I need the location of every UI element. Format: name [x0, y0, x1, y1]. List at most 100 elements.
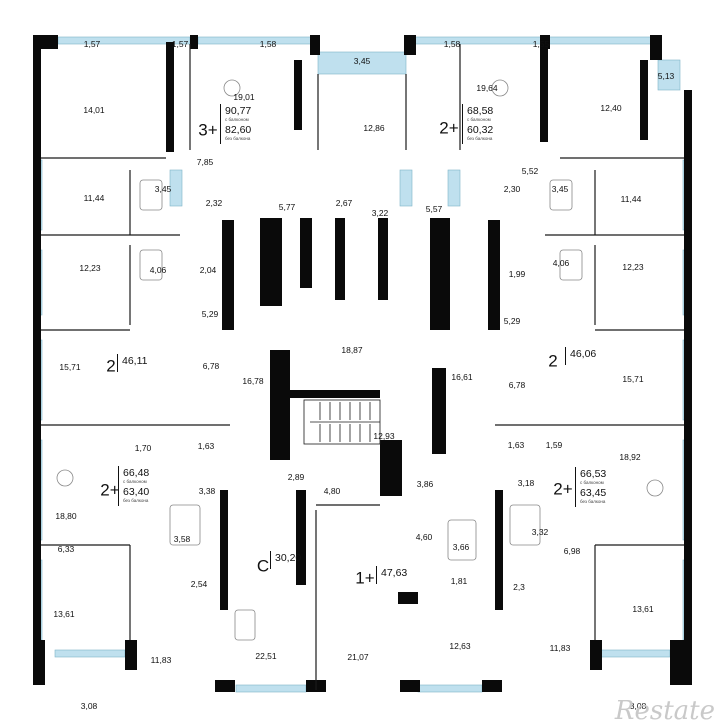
- apartment-divider: [117, 354, 118, 372]
- room-area-label: 1,58: [259, 38, 277, 49]
- room-area-label: 19,64: [476, 82, 498, 93]
- room-area-label: 1,99: [508, 268, 526, 279]
- room-area-label: 6,78: [202, 360, 220, 371]
- room-area-label: 2,54: [190, 578, 208, 589]
- room-area-label: 3,32: [531, 526, 549, 537]
- without-balcony-note: без балкона: [467, 136, 493, 141]
- room-area-label: 6,78: [508, 379, 526, 390]
- room-area-label: 2,67: [335, 197, 353, 208]
- room-area-label: 12,93: [373, 430, 395, 441]
- room-area-label: 3,45: [154, 183, 172, 194]
- partition-lines: [41, 44, 684, 690]
- room-area-label: 3,66: [452, 541, 470, 552]
- room-area-label: 3,22: [371, 207, 389, 218]
- apartment-divider: [462, 104, 463, 144]
- room-area-label: 5,13: [657, 70, 675, 81]
- apartment-divider: [565, 347, 566, 365]
- room-area-label: 3,08: [80, 700, 98, 711]
- apartment-room-count: 3+: [198, 120, 218, 140]
- apartment-room-count: 2+: [553, 479, 573, 499]
- watermark: Restate: [614, 696, 715, 726]
- room-area-label: 18,92: [619, 451, 641, 462]
- room-area-label: 1,63: [507, 439, 525, 450]
- room-area-label: 16,78: [242, 375, 264, 386]
- room-area-label: 11,83: [549, 642, 571, 653]
- room-area-label: 1,81: [450, 575, 468, 586]
- room-area-label: 3,45: [353, 55, 371, 66]
- room-area-label: 7,85: [196, 156, 214, 167]
- room-area-label: 4,06: [149, 264, 167, 275]
- apartment-area-without-balcony: 60,32: [467, 124, 494, 136]
- apartment-room-count: 2: [548, 351, 558, 371]
- apartment-area-without-balcony: 63,40: [123, 486, 150, 498]
- apartment-area-without-balcony: 82,60: [225, 124, 252, 136]
- room-area-label: 5,29: [503, 315, 521, 326]
- apartment-divider: [575, 467, 576, 507]
- room-area-label: 1,58: [443, 38, 461, 49]
- room-area-label: 11,44: [83, 192, 105, 203]
- apartment-room-count: 1+: [355, 568, 375, 588]
- room-area-label: 13,61: [632, 603, 654, 614]
- room-area-label: 1,57: [83, 38, 101, 49]
- room-area-label: 3,86: [416, 478, 434, 489]
- room-area-label: 1,59: [545, 439, 563, 450]
- room-area-label: 18,87: [341, 344, 363, 355]
- apartment-room-count: C: [256, 556, 270, 576]
- room-area-label: 18,80: [55, 510, 77, 521]
- room-area-label: 2,04: [199, 264, 217, 275]
- exterior-walls: [33, 35, 692, 692]
- room-area-label: 5,29: [201, 308, 219, 319]
- room-area-label: 1,57: [171, 38, 189, 49]
- without-balcony-note: без балкона: [123, 498, 149, 503]
- apartment-total-area: 68,58: [467, 105, 494, 117]
- with-balcony-note: с балконом: [467, 117, 491, 122]
- room-area-label: 3,38: [198, 485, 216, 496]
- room-area-label: 5,52: [521, 165, 539, 176]
- without-balcony-note: без балкона: [580, 499, 606, 504]
- room-area-label: 5,57: [425, 203, 443, 214]
- room-area-label: 12,40: [600, 102, 622, 113]
- room-area-label: 14,01: [83, 104, 105, 115]
- room-area-label: 15,71: [622, 373, 644, 384]
- apartment-room-count: 2+: [100, 480, 120, 500]
- room-area-label: 4,60: [415, 531, 433, 542]
- room-area-label: 5,77: [278, 201, 296, 212]
- room-area-label: 3,18: [517, 477, 535, 488]
- room-area-label: 12,86: [363, 122, 385, 133]
- room-area-label: 2,89: [287, 471, 305, 482]
- with-balcony-note: с балконом: [123, 479, 147, 484]
- with-balcony-note: с балконом: [580, 480, 604, 485]
- apartment-divider: [220, 104, 221, 144]
- room-area-label: 12,23: [622, 261, 644, 272]
- room-area-label: 6,33: [57, 543, 75, 554]
- apartment-total-area: 90,77: [225, 105, 252, 117]
- room-area-label: 4,80: [323, 485, 341, 496]
- room-area-label: 12,63: [449, 640, 471, 651]
- room-area-label: 12,23: [79, 262, 101, 273]
- room-area-label: 3,45: [551, 183, 569, 194]
- apartment-total-area: 66,53: [580, 468, 607, 480]
- room-area-label: 15,71: [59, 361, 81, 372]
- room-area-label: 2,32: [205, 197, 223, 208]
- apartment-total-area: 47,63: [381, 567, 408, 579]
- bathroom-fixtures: [56, 79, 664, 641]
- room-area-label: 1,70: [134, 442, 152, 453]
- room-area-label: 13,61: [53, 608, 75, 619]
- apartment-divider: [118, 466, 119, 506]
- apartment-total-area: 66,48: [123, 467, 150, 479]
- room-area-label: 22,51: [255, 650, 277, 661]
- room-area-label: 11,83: [150, 654, 172, 665]
- apartment-total-area: 46,06: [570, 348, 597, 360]
- room-area-label: 2,3: [513, 581, 525, 592]
- with-balcony-note: с балконом: [225, 117, 249, 122]
- stair-well: [303, 399, 381, 445]
- apartment-total-area: 30,20: [275, 552, 302, 564]
- without-balcony-note: без балкона: [225, 136, 251, 141]
- apartment-divider: [270, 551, 271, 569]
- room-area-label: 1,55: [532, 38, 550, 49]
- room-area-label: 19,01: [233, 91, 255, 102]
- apartment-divider: [376, 566, 377, 584]
- interior-walls: [166, 42, 648, 610]
